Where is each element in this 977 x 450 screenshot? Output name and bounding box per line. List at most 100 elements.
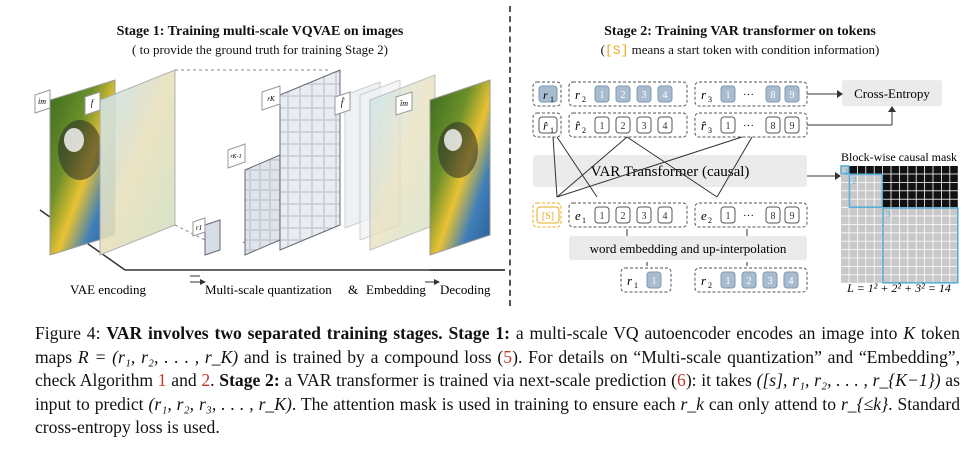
mask-cell xyxy=(950,258,958,266)
mask-cell xyxy=(925,208,933,216)
caption-ref-alg2[interactable]: 2 xyxy=(201,370,211,390)
bottom-r2-cell-label: 3 xyxy=(768,276,773,287)
mask-cell xyxy=(925,224,933,233)
mask-cell xyxy=(841,233,849,241)
mask-cell xyxy=(891,199,899,208)
mask-cell xyxy=(925,233,933,241)
mask-cell xyxy=(941,250,950,258)
mask-cell xyxy=(933,241,941,250)
mask-cell xyxy=(933,250,941,258)
caption-math-input: ([s], r₁, r₂, . . . , r_{K−1}) xyxy=(756,370,941,390)
mask-cell xyxy=(916,258,925,266)
svg-text:r̂: r̂ xyxy=(543,119,548,133)
mask-cell xyxy=(883,258,891,266)
mask-cell xyxy=(841,258,849,266)
mask-cell xyxy=(883,250,891,258)
mask-cell xyxy=(857,208,866,216)
mask-cell xyxy=(916,233,925,241)
mask-cell xyxy=(899,182,908,191)
mask-cell xyxy=(849,224,857,233)
mask-formula: L = 1² + 2² + 3² = 14 xyxy=(846,281,951,295)
target-r2-cell xyxy=(636,85,652,103)
input-r2-cell-label: 2 xyxy=(621,211,626,222)
caption-text: ): it takes xyxy=(685,370,752,390)
caption-ref-alg1[interactable]: 1 xyxy=(157,370,167,390)
target-r3-cell xyxy=(720,85,736,103)
target-r2-cell-label: 1 xyxy=(600,90,605,101)
stage2-diagram: r 1 r 2 r 3 ··· Cross-Entropy r̂ 1 xyxy=(532,80,959,295)
mask-cell xyxy=(899,275,908,283)
svg-text:r̂: r̂ xyxy=(701,118,707,133)
caption-ref-eq5[interactable]: 5 xyxy=(503,346,513,367)
pred-r3-cell xyxy=(765,116,781,134)
mask-cell xyxy=(891,166,899,174)
mask-cell xyxy=(899,174,908,182)
mask-cell xyxy=(866,191,874,199)
input-r2-cell-label: 1 xyxy=(600,211,605,222)
input-r2-cell xyxy=(657,206,673,224)
tag-f: f xyxy=(84,91,101,116)
bottom-r2-cell xyxy=(762,271,778,289)
caption-ref-eq6[interactable]: 6 xyxy=(677,370,686,390)
caption-text: . xyxy=(210,370,215,390)
mask-cell xyxy=(950,266,958,275)
mask-cell xyxy=(841,216,849,224)
svg-text:Cross-Entropy: Cross-Entropy xyxy=(854,86,930,101)
caption-text: ). For details on “Multi-scale quantizat… xyxy=(35,346,960,391)
mask-cell xyxy=(841,275,849,283)
svg-text:îm: îm xyxy=(400,99,408,108)
svg-text:r: r xyxy=(701,87,707,102)
mask-block-outline xyxy=(840,165,850,175)
label-vae-encoding: VAE encoding xyxy=(70,282,146,297)
mask-cell xyxy=(950,199,958,208)
mask-cell xyxy=(857,258,866,266)
mask-cell xyxy=(866,182,874,191)
mask-cell xyxy=(908,241,916,250)
mask-cell xyxy=(908,258,916,266)
var-transformer-box: VAR Transformer (causal) xyxy=(533,155,807,187)
mask-cell xyxy=(857,275,866,283)
caption-bold-1: VAR involves two separated training stag… xyxy=(106,323,443,343)
mask-cell xyxy=(950,216,958,224)
mask-cell xyxy=(849,241,857,250)
mask-cell xyxy=(941,174,950,182)
caption-text: . Standard cross-entropy loss is used. xyxy=(35,393,960,438)
mask-cell xyxy=(950,191,958,199)
svg-text:1: 1 xyxy=(550,126,554,135)
mask-cell xyxy=(950,250,958,258)
mask-cell xyxy=(891,208,899,216)
mask-cell xyxy=(908,182,916,191)
mask-cell xyxy=(857,199,866,208)
mask-cell xyxy=(899,241,908,250)
mask-cell xyxy=(857,224,866,233)
mask-cell xyxy=(841,174,849,182)
target-r2-cell-label: 4 xyxy=(663,90,668,101)
mask-cell xyxy=(883,233,891,241)
mask-cell xyxy=(883,224,891,233)
mask-cell xyxy=(916,275,925,283)
mask-cell xyxy=(933,166,941,174)
bottom-r2-cell-label: 2 xyxy=(747,276,752,287)
caption-text: can only attend to xyxy=(708,393,836,414)
mask-cell xyxy=(883,174,891,182)
mask-cell xyxy=(933,266,941,275)
mask-cell xyxy=(933,182,941,191)
mask-cell xyxy=(933,191,941,199)
mask-cell xyxy=(891,191,899,199)
mask-cell xyxy=(849,275,857,283)
mask-cell xyxy=(933,258,941,266)
mask-cell xyxy=(874,182,883,191)
mask-cell xyxy=(908,216,916,224)
mask-cell xyxy=(866,250,874,258)
mask-cell xyxy=(941,233,950,241)
mask-cell xyxy=(925,191,933,199)
token-map-rk xyxy=(279,69,341,251)
input-r2-cell xyxy=(636,206,652,224)
mask-cell xyxy=(950,224,958,233)
svg-text:im: im xyxy=(38,97,46,106)
svg-text:3: 3 xyxy=(708,95,712,104)
mask-cell xyxy=(899,166,908,174)
mask-cell xyxy=(857,166,866,174)
pred-r2-cell-label: 4 xyxy=(663,121,668,132)
bottom-token-row: r 1 1 r 2 xyxy=(620,267,808,293)
